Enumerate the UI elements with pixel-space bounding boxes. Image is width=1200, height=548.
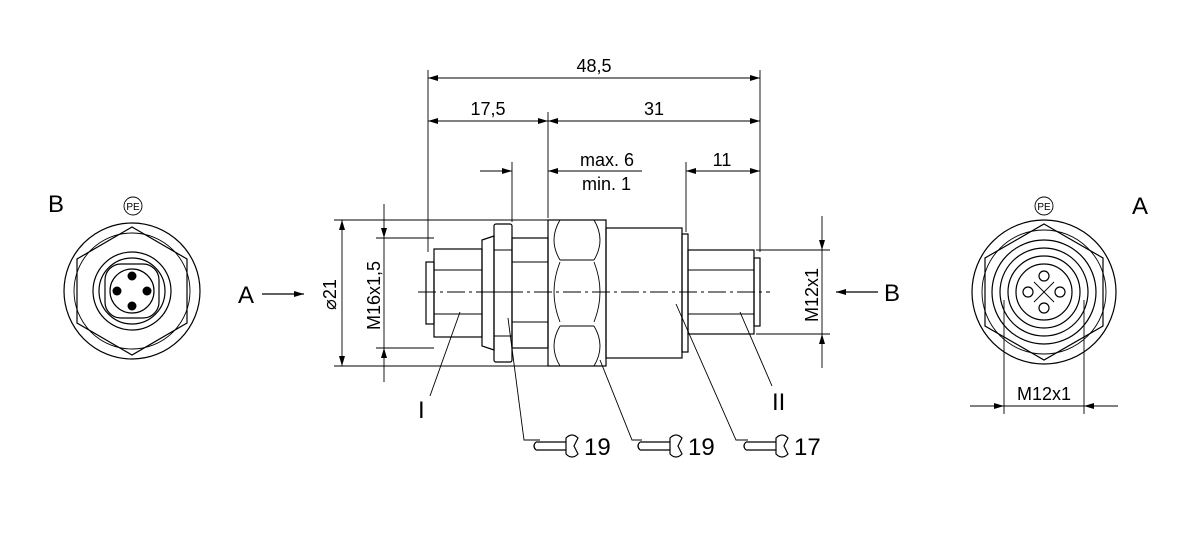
svg-text:B: B <box>884 280 900 307</box>
hex-body <box>547 219 607 367</box>
dim-left-part: 17,5 <box>470 99 505 119</box>
dim-tip-length: 11 <box>713 150 732 170</box>
dim-right-part: 31 <box>644 99 664 119</box>
wrench-icon: 19 <box>637 434 715 461</box>
dimension-lines: 48,5 17,5 31 max. 6 min. 1 11 ⌀21 M16x1,… <box>320 56 830 382</box>
front-view-a: A PE M12x1 <box>970 193 1148 414</box>
view-label-b: B <box>48 191 64 218</box>
dim-panel-max: max. 6 <box>580 150 634 170</box>
svg-text:PE: PE <box>126 202 140 213</box>
pe-mark-right: PE <box>1034 196 1054 216</box>
view-label-a: A <box>1132 193 1148 220</box>
wrench-icon: 17 <box>743 434 821 461</box>
svg-text:A: A <box>238 282 254 309</box>
dim-thread-right: M12x1 <box>802 268 822 322</box>
socket-insert <box>104 263 160 319</box>
svg-text:19: 19 <box>584 434 611 461</box>
wrench-callouts: 19 19 17 <box>507 303 821 461</box>
view-arrow-b: B <box>836 280 900 307</box>
dim-overall: 48,5 <box>576 56 611 76</box>
hex-outline <box>984 223 1104 361</box>
part-labels: I II <box>418 311 785 424</box>
contact-pins <box>112 271 152 311</box>
lock-nut <box>493 223 513 363</box>
plug-face <box>425 261 435 325</box>
sleeve <box>605 227 683 359</box>
svg-text:PE: PE <box>1037 202 1051 213</box>
outer-ring <box>971 219 1117 365</box>
dim-front-thread: M12x1 <box>1017 384 1071 404</box>
side-view <box>418 219 770 367</box>
front-view-b: B PE <box>48 191 201 360</box>
outer-ring <box>63 222 201 360</box>
pe-mark-left: PE <box>123 196 143 216</box>
dim-diameter: ⌀21 <box>320 279 340 310</box>
view-arrow-a: A <box>238 282 304 309</box>
label-part-ii: II <box>772 389 785 416</box>
wrench-icon: 19 <box>533 434 611 461</box>
label-part-i: I <box>418 397 425 424</box>
dim-panel-min: min. 1 <box>582 174 631 194</box>
svg-text:17: 17 <box>794 434 821 461</box>
svg-text:19: 19 <box>688 434 715 461</box>
dim-thread-left: M16x1,5 <box>364 261 384 330</box>
socket-holes <box>1022 270 1066 314</box>
hex-nut-outline <box>76 226 188 356</box>
